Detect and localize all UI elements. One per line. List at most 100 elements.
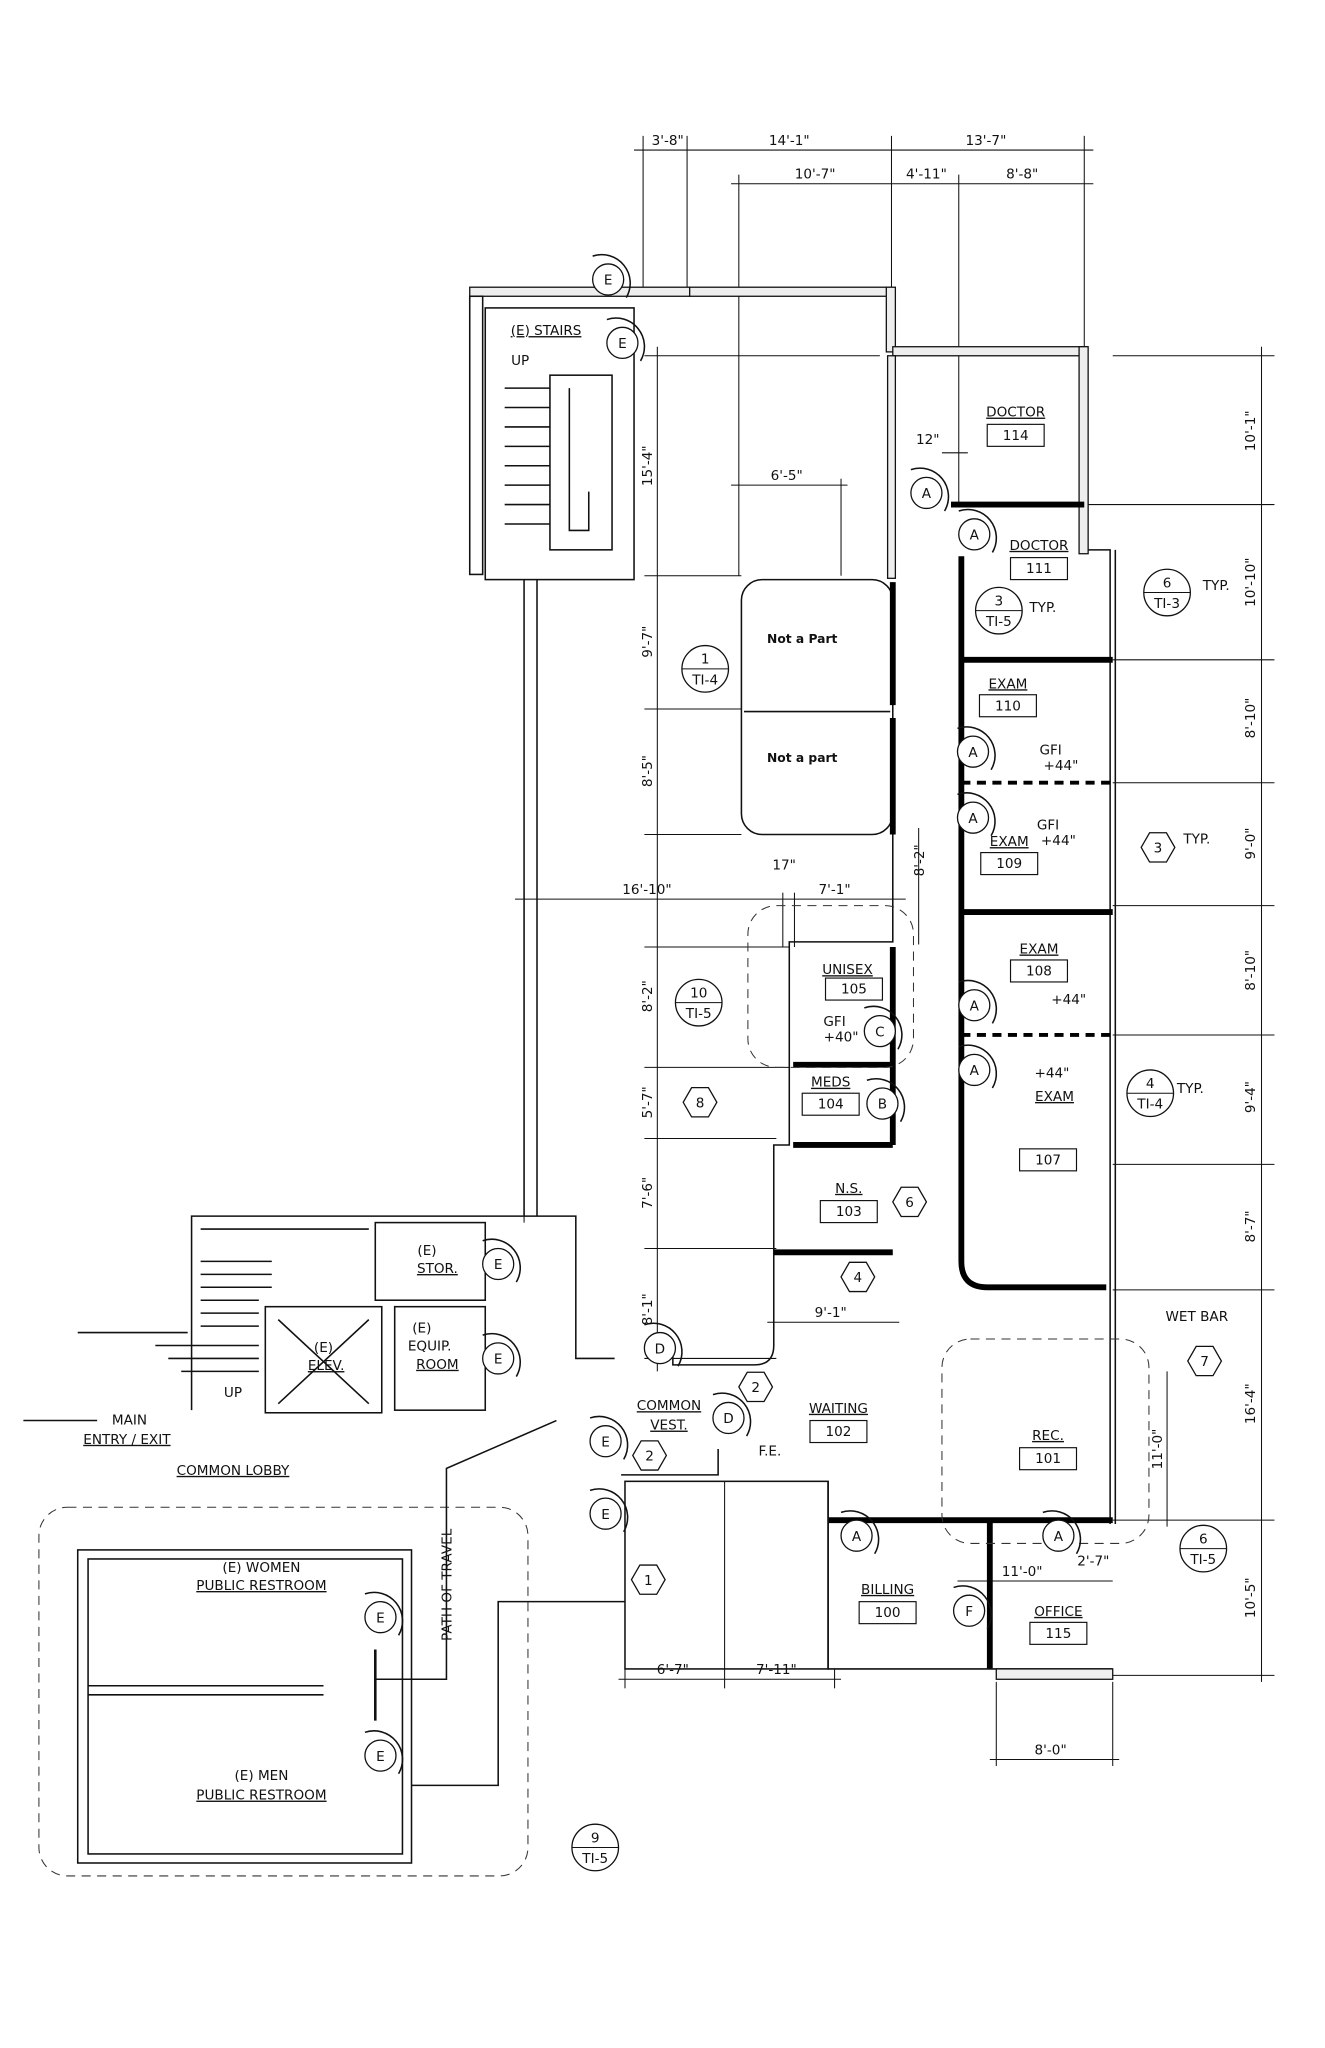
door-swing-arc bbox=[958, 979, 998, 1024]
door-swing-arc bbox=[589, 1415, 629, 1460]
common-vest-label: COMMON bbox=[637, 1398, 701, 1414]
typ-label: TYP. bbox=[1202, 578, 1230, 594]
women-restroom-label: PUBLIC RESTROOM bbox=[196, 1578, 326, 1594]
dim-label: 11'-0" bbox=[1150, 1429, 1166, 1470]
room-number-box bbox=[819, 1200, 878, 1224]
door-swing-arc bbox=[958, 508, 998, 553]
dim-label: 6'-7" bbox=[657, 1662, 689, 1678]
dim-label: 17" bbox=[772, 857, 796, 873]
door-tag: A bbox=[840, 1510, 880, 1555]
door-tag: E bbox=[589, 1488, 629, 1533]
door-tag-circle bbox=[958, 518, 991, 551]
door-tag-letter: A bbox=[970, 527, 980, 543]
door-tag-circle bbox=[591, 263, 625, 296]
door-tag-letter: E bbox=[376, 1749, 385, 1765]
door-tag: E bbox=[482, 1238, 521, 1283]
main-entry-label: MAIN bbox=[112, 1412, 147, 1428]
door-swing-arc bbox=[957, 792, 996, 837]
door-tag-circle bbox=[482, 1342, 515, 1375]
door-swing-arc bbox=[364, 1591, 404, 1636]
door-tag: E bbox=[364, 1591, 404, 1636]
door-tag-circle bbox=[364, 1601, 397, 1634]
room-number: 104 bbox=[818, 1097, 844, 1113]
room-name: EXAM bbox=[1020, 941, 1059, 957]
room-name: OFFICE bbox=[1034, 1604, 1082, 1620]
door-tag: C bbox=[863, 1005, 903, 1050]
section-tag: 1TI-4 bbox=[681, 644, 730, 693]
section-sheet: TI-4 bbox=[691, 672, 718, 688]
section-sheet: TI-5 bbox=[1189, 1552, 1216, 1568]
walls bbox=[23, 286, 1150, 1877]
dim-label: 15'-4" bbox=[640, 445, 656, 486]
hexagon-shape bbox=[630, 1564, 666, 1595]
room-name: WAITING bbox=[809, 1401, 868, 1417]
door-swing-arc bbox=[364, 1730, 404, 1775]
door-tag-letter: F bbox=[965, 1604, 973, 1620]
section-tag: 3TI-5 bbox=[974, 586, 1023, 635]
room-number: 100 bbox=[875, 1605, 901, 1621]
door-tag-letter: E bbox=[494, 1257, 503, 1273]
keynote-hexagon: 2 bbox=[631, 1440, 668, 1471]
gfi-label: GFI bbox=[1039, 742, 1061, 758]
door-swing-arc bbox=[482, 1238, 521, 1283]
door-swing-arc bbox=[712, 1392, 752, 1437]
section-sheet: TI-5 bbox=[685, 1006, 712, 1022]
keynote-number: 1 bbox=[644, 1573, 653, 1589]
stor-label: (E) bbox=[417, 1243, 436, 1259]
door-tag-circle bbox=[958, 989, 991, 1022]
room-number-box bbox=[824, 977, 884, 1001]
not-a-part-label: Not a part bbox=[767, 751, 838, 765]
dim-label: 2'-7" bbox=[1077, 1553, 1109, 1569]
room-number: 103 bbox=[836, 1204, 862, 1220]
room-number-box bbox=[1029, 1621, 1088, 1645]
door-tag-circle bbox=[866, 1087, 899, 1120]
door-tag: A bbox=[958, 1044, 998, 1089]
height-label: +44" bbox=[1051, 992, 1086, 1008]
wet-bar-label: WET BAR bbox=[1165, 1309, 1228, 1325]
main-entry-label: ENTRY / EXIT bbox=[83, 1432, 171, 1448]
room-labels: DOCTOR114DOCTOR111EXAM110EXAM109EXAM108E… bbox=[801, 405, 1088, 1645]
keynote-hexagon: 1 bbox=[630, 1564, 666, 1595]
section-number: 4 bbox=[1146, 1076, 1155, 1092]
room-name: N.S. bbox=[835, 1181, 862, 1197]
door-tag: A bbox=[956, 726, 996, 771]
dim-label: 3'-8" bbox=[652, 133, 684, 149]
hexagon-shape bbox=[892, 1186, 928, 1218]
dim-label: 4'-11" bbox=[906, 167, 947, 183]
equip-label: (E) bbox=[412, 1321, 431, 1337]
common-vest-label: VEST. bbox=[650, 1418, 688, 1434]
door-tag: A bbox=[910, 467, 950, 512]
door-tag-circle bbox=[956, 801, 990, 834]
door-swing-arc bbox=[482, 1332, 521, 1377]
gfi-label: GFI bbox=[1037, 817, 1059, 833]
door-tag: A bbox=[958, 508, 998, 553]
keynote-hexagon: 6 bbox=[892, 1186, 928, 1218]
door-tag-circle bbox=[840, 1519, 873, 1552]
door-tag-letter: E bbox=[618, 336, 627, 352]
dim-label: 8'-5" bbox=[640, 755, 656, 787]
dim-label: 8'-10" bbox=[1243, 698, 1259, 739]
room-101: REC.101 bbox=[1018, 1428, 1078, 1471]
dim-label: 8'-0" bbox=[1035, 1742, 1067, 1758]
room-number: 105 bbox=[841, 982, 867, 998]
door-tag-letter: E bbox=[376, 1610, 385, 1626]
section-tag: 6TI-3 bbox=[1143, 568, 1191, 617]
section-number: 6 bbox=[1163, 575, 1172, 591]
door-tag-circle bbox=[958, 1053, 991, 1087]
men-restroom-label: (E) MEN bbox=[234, 1768, 288, 1784]
gfi-height-label: +44" bbox=[1041, 833, 1076, 849]
section-number: 3 bbox=[995, 593, 1004, 609]
door-swing-arc bbox=[840, 1510, 880, 1555]
door-tag-circle bbox=[643, 1331, 677, 1365]
door-swing-arc bbox=[910, 467, 950, 512]
section-sheet: TI-5 bbox=[985, 614, 1012, 630]
dim-label: 7'-6" bbox=[640, 1177, 656, 1209]
door-tag-letter: A bbox=[922, 486, 932, 502]
